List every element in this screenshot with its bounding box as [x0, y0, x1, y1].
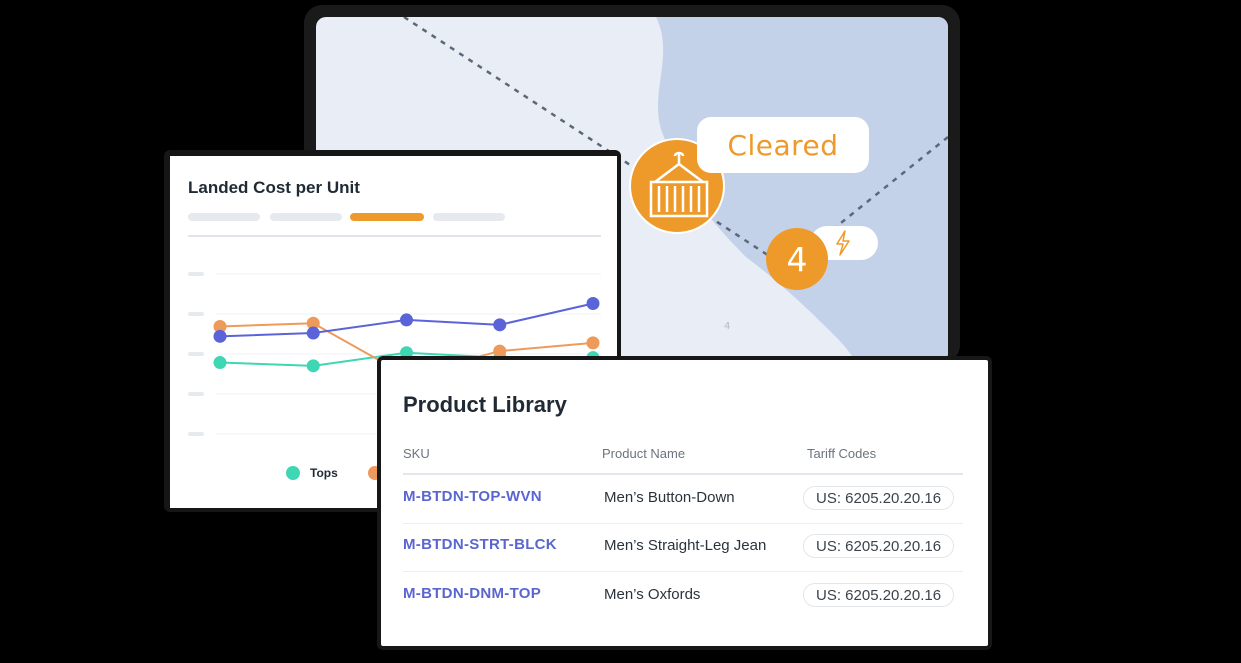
table-row[interactable]: M-BTDN-DNM-TOP Men’s Oxfords US: 6205.20…	[403, 573, 963, 621]
product-library-panel: Product Library SKU Product Name Tariff …	[381, 360, 988, 646]
tariff-code-badge: US: 6205.20.20.16	[803, 534, 955, 558]
y-tick-placeholder	[188, 432, 204, 436]
row-divider	[403, 571, 963, 572]
y-tick-placeholder	[188, 352, 204, 356]
legend-label-tops: Tops	[310, 466, 338, 480]
container-status-badge[interactable]	[629, 138, 725, 234]
chart-tab-2[interactable]	[270, 213, 342, 221]
data-point-s3-5[interactable]	[586, 297, 600, 311]
svg-text:4: 4	[724, 321, 730, 332]
row-divider	[403, 523, 963, 524]
chart-card: Landed Cost per Unit Tops	[164, 150, 621, 512]
data-point-s3-1[interactable]	[213, 329, 227, 343]
legend-swatch-tops	[286, 466, 300, 480]
data-point-s1-2[interactable]	[306, 359, 320, 373]
data-point-s2-1[interactable]	[213, 319, 227, 333]
chart-legend: Tops	[286, 466, 382, 480]
tariff-code-badge: US: 6205.20.20.16	[803, 486, 955, 510]
chart-tab-4[interactable]	[433, 213, 505, 221]
product-name: Men’s Straight-Leg Jean	[604, 537, 767, 554]
chart-tab-3-active[interactable]	[350, 213, 424, 221]
table-row[interactable]: M-BTDN-STRT-BLCK Men’s Straight-Leg Jean…	[403, 524, 963, 572]
data-point-s3-2[interactable]	[306, 326, 320, 340]
chart-title: Landed Cost per Unit	[188, 178, 360, 197]
product-name: Men’s Oxfords	[604, 586, 701, 603]
data-point-s1-1[interactable]	[213, 356, 227, 370]
sku-link[interactable]: M-BTDN-TOP-WVN	[403, 488, 542, 505]
column-header-tariff-codes[interactable]: Tariff Codes	[807, 446, 877, 461]
data-point-s3-4[interactable]	[493, 318, 507, 332]
y-tick-placeholder	[188, 312, 204, 316]
table-row[interactable]: M-BTDN-TOP-WVN Men’s Button-Down US: 620…	[403, 476, 963, 524]
tariff-code-badge: US: 6205.20.20.16	[803, 583, 955, 607]
product-library-title: Product Library	[403, 392, 567, 417]
header-divider	[403, 473, 963, 475]
shipment-count-badge[interactable]: 4	[766, 228, 828, 290]
data-point-s2-2[interactable]	[306, 316, 320, 330]
lightning-icon	[836, 230, 850, 256]
column-header-product-name[interactable]: Product Name	[602, 446, 686, 461]
product-name: Men’s Button-Down	[604, 489, 735, 506]
sku-link[interactable]: M-BTDN-STRT-BLCK	[403, 536, 557, 553]
column-header-sku[interactable]: SKU	[403, 446, 430, 461]
cleared-status-label: Cleared	[697, 117, 869, 173]
sku-link[interactable]: M-BTDN-DNM-TOP	[403, 585, 542, 602]
data-point-s3-3[interactable]	[400, 313, 413, 327]
y-tick-placeholder	[188, 272, 204, 276]
map-graphic: 4	[403, 17, 948, 363]
chart-tab-1[interactable]	[188, 213, 260, 221]
data-point-s2-4[interactable]	[493, 344, 507, 358]
shipping-container-icon	[649, 151, 709, 218]
data-point-s2-5[interactable]	[586, 336, 600, 350]
data-point-s1-3[interactable]	[400, 346, 413, 360]
product-library-card: Product Library SKU Product Name Tariff …	[377, 356, 992, 650]
y-tick-placeholder	[188, 392, 204, 396]
